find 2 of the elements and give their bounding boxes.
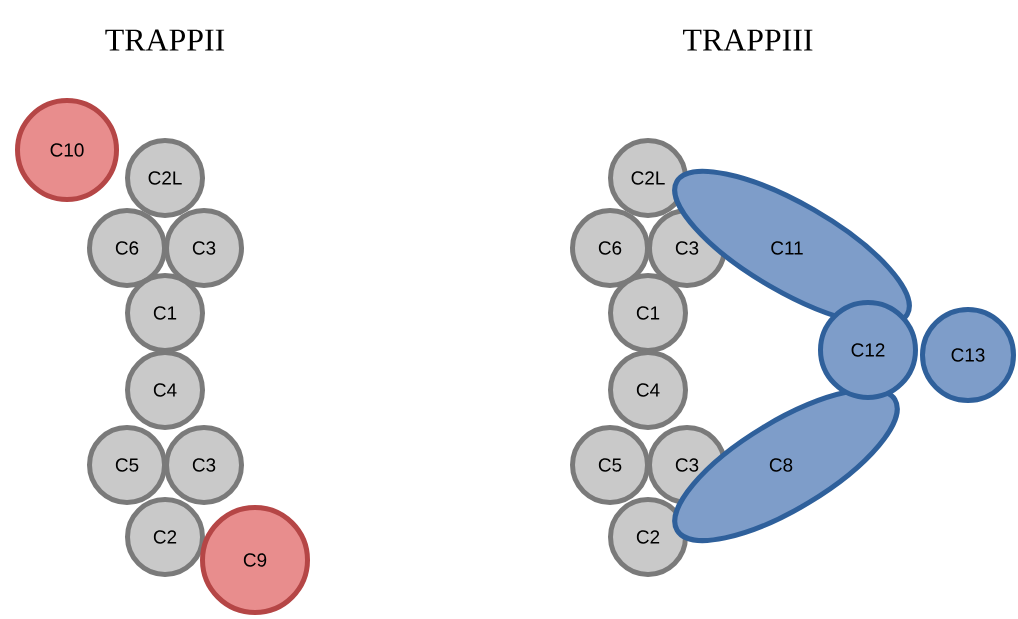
complex-title: TRAPPIII	[683, 29, 813, 51]
complex-title: TRAPPII	[105, 29, 225, 51]
